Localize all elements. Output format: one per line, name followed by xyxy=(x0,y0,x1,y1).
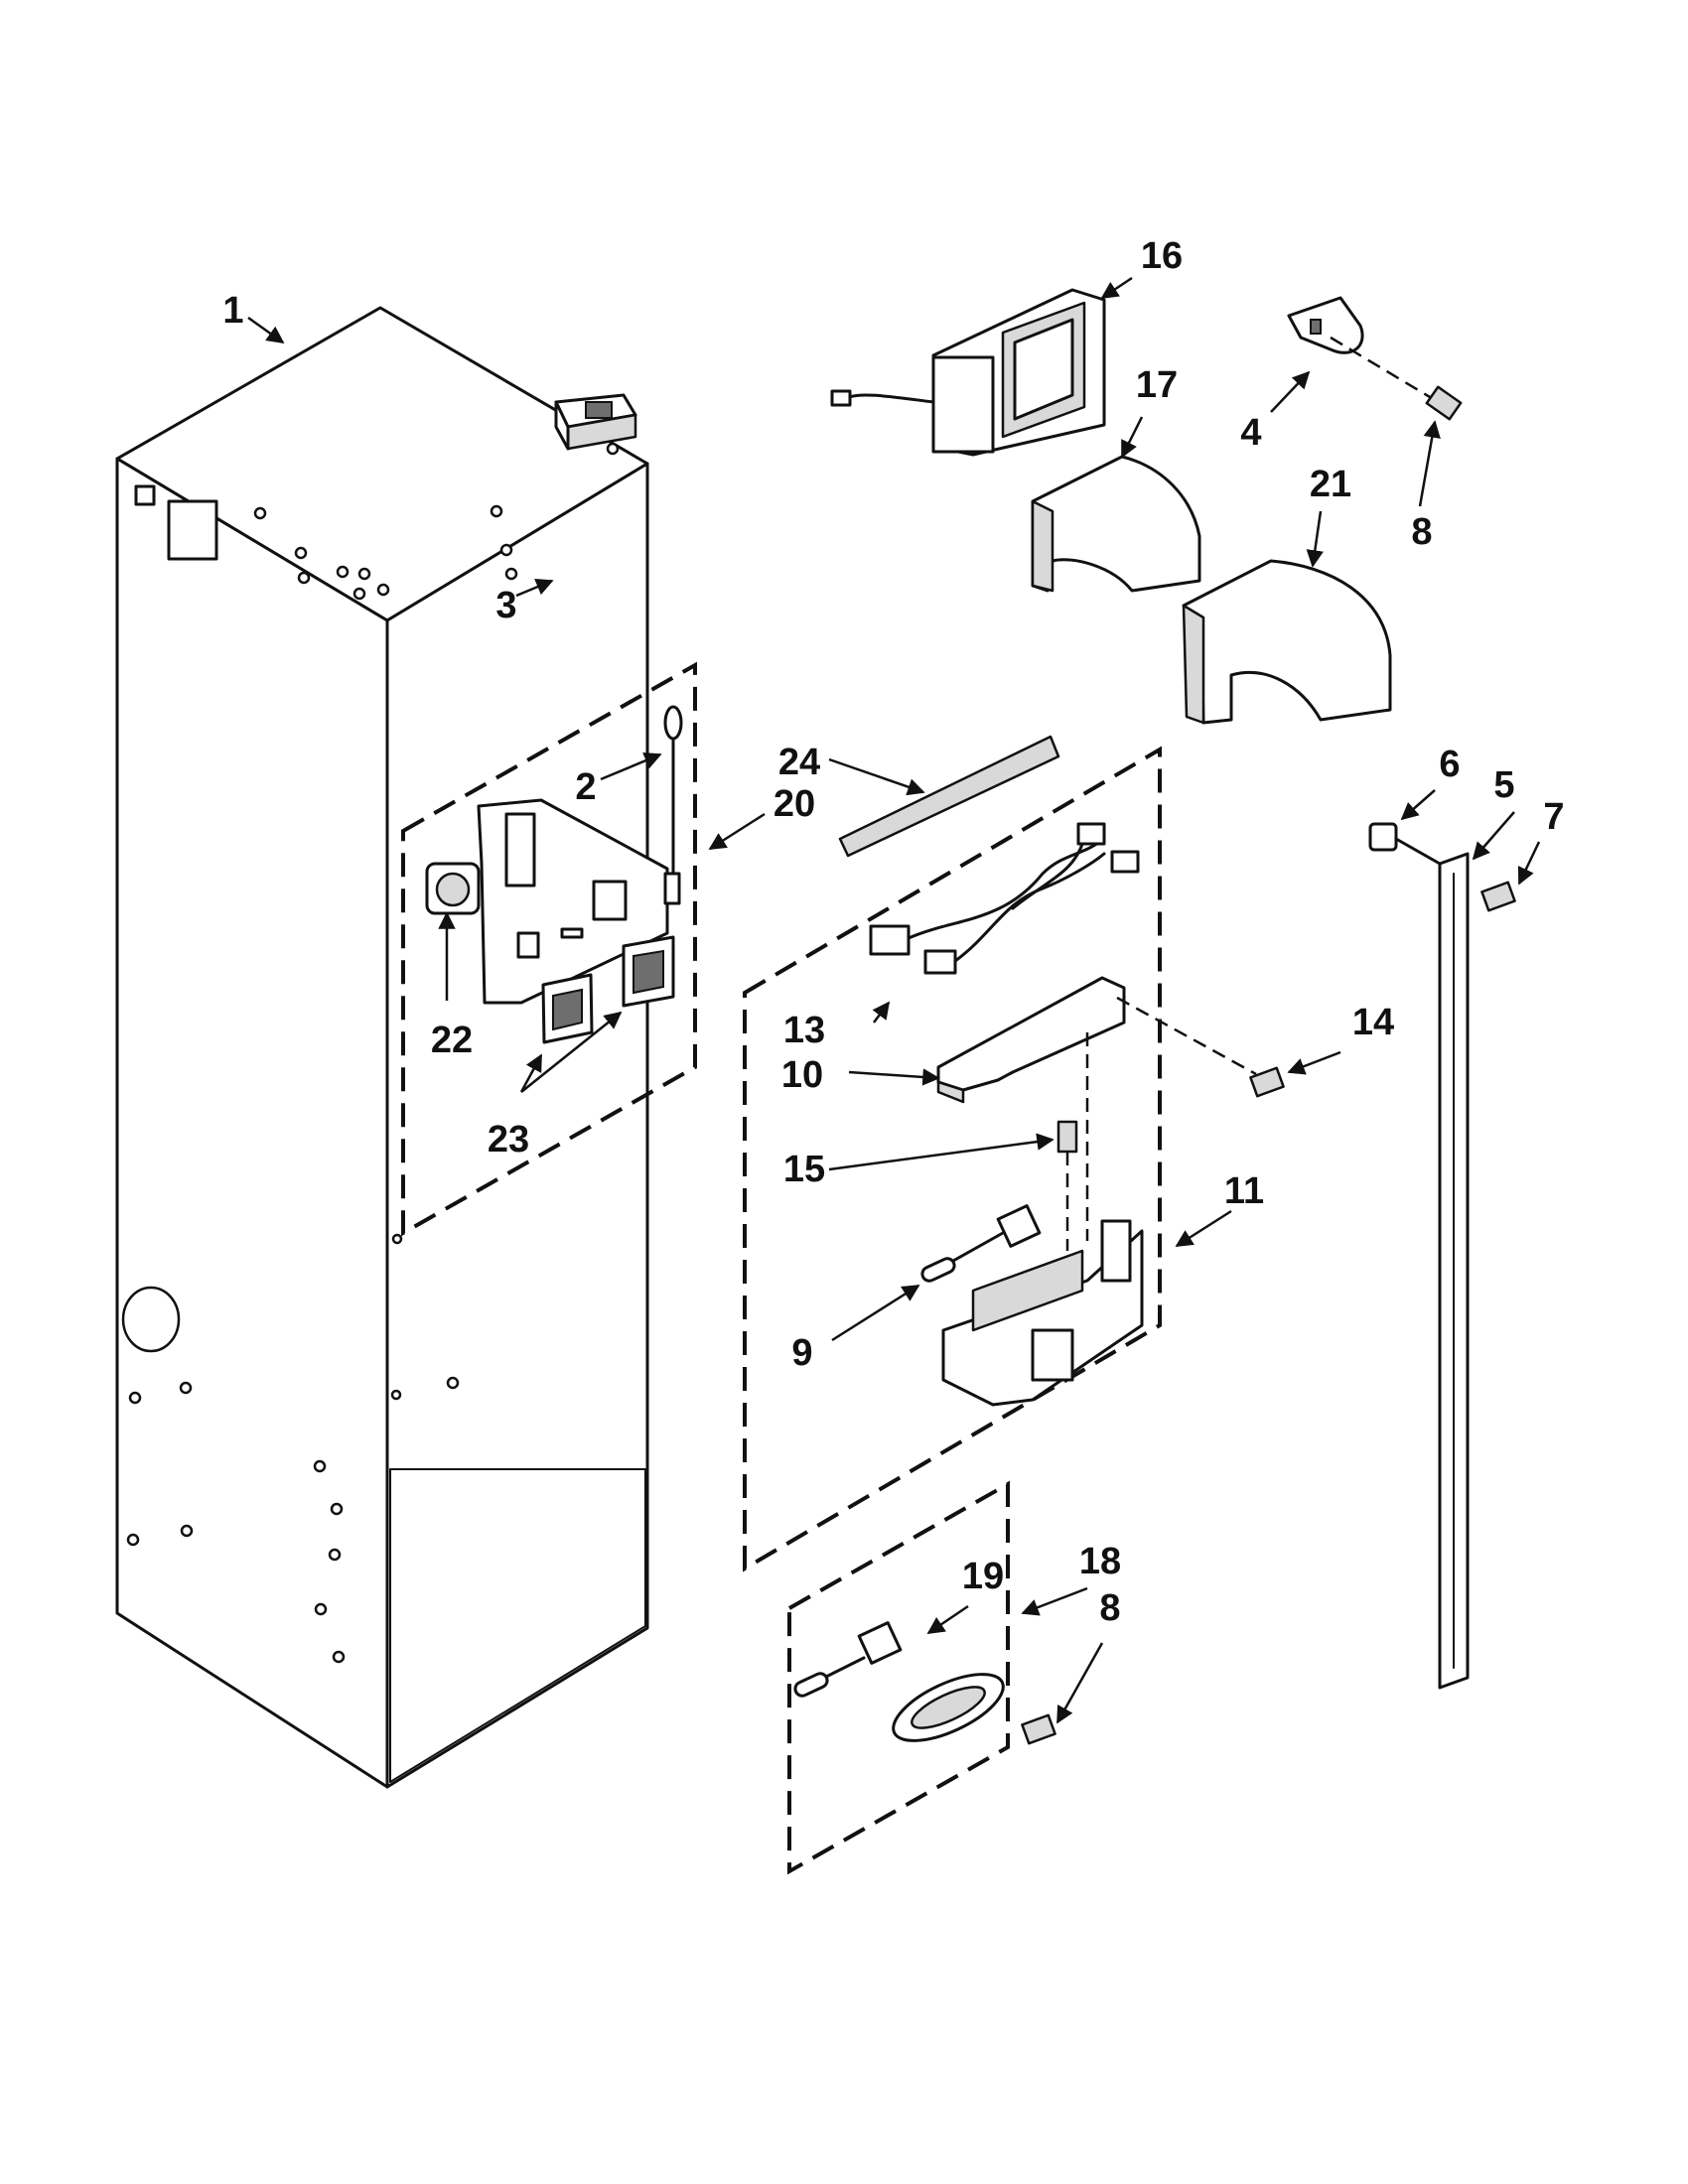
part-8-screw-upper xyxy=(1425,385,1463,421)
callout-19: 19 xyxy=(962,1556,1004,1597)
part-19-sensor xyxy=(793,1621,903,1698)
assembly-20-frame xyxy=(401,661,697,1237)
cabinet-holes xyxy=(126,442,620,1664)
part-6-clip xyxy=(1368,822,1442,866)
callout-20: 20 xyxy=(774,783,815,825)
callout-13: 13 xyxy=(783,1010,825,1051)
callout-11: 11 xyxy=(1224,1170,1264,1212)
part-2-wire xyxy=(663,705,683,905)
callout-8-lower: 8 xyxy=(1099,1587,1120,1629)
leader-lines xyxy=(247,276,1541,1724)
callout-5: 5 xyxy=(1493,764,1514,806)
callout-16: 16 xyxy=(1141,235,1183,277)
callout-8: 8 xyxy=(1411,511,1432,553)
callout-4: 4 xyxy=(1240,412,1261,454)
callout-7: 7 xyxy=(1543,796,1564,838)
callout-15: 15 xyxy=(783,1149,825,1190)
callout-24: 24 xyxy=(778,742,820,783)
assembly-11-frame xyxy=(743,746,1162,1572)
part-4-clip xyxy=(1287,296,1364,354)
callout-21: 21 xyxy=(1310,464,1351,505)
part-4-dashline xyxy=(1330,336,1431,399)
part-16-module xyxy=(830,288,1106,457)
part-14-screw xyxy=(1249,1066,1285,1098)
part-5-rail xyxy=(1438,852,1470,1690)
callout-9: 9 xyxy=(791,1332,812,1374)
assembly-18-frame xyxy=(787,1480,1010,1875)
callout-14: 14 xyxy=(1352,1002,1394,1043)
part-10-bracket xyxy=(936,976,1126,1104)
callout-18: 18 xyxy=(1079,1541,1121,1582)
cabinet-shell xyxy=(115,306,649,1789)
callout-6: 6 xyxy=(1439,744,1460,785)
callout-23: 23 xyxy=(488,1119,529,1160)
callout-2: 2 xyxy=(575,766,596,808)
part-7-screw xyxy=(1480,881,1516,912)
callout-17: 17 xyxy=(1136,364,1178,406)
part-14-dashline xyxy=(1116,996,1257,1076)
part-21-cover xyxy=(1182,559,1392,725)
part-13-harness xyxy=(869,822,1140,975)
part-11-housing xyxy=(941,1219,1144,1407)
part-15-screw xyxy=(1056,1120,1078,1154)
part-17-cover xyxy=(1031,455,1201,593)
callout-3: 3 xyxy=(495,585,516,626)
part-22-grommet xyxy=(425,862,481,915)
part-24-strip xyxy=(838,735,1060,858)
part-8-screw-lower xyxy=(1021,1713,1056,1745)
callout-1: 1 xyxy=(222,290,243,332)
part-3-housing xyxy=(554,393,637,451)
part-18-control xyxy=(892,1673,1005,1742)
callout-22: 22 xyxy=(431,1020,473,1061)
part-9-sensor xyxy=(920,1204,1042,1283)
callout-10: 10 xyxy=(781,1054,823,1096)
part-20-bracket xyxy=(477,798,669,1005)
part-23-pads xyxy=(541,935,675,1044)
